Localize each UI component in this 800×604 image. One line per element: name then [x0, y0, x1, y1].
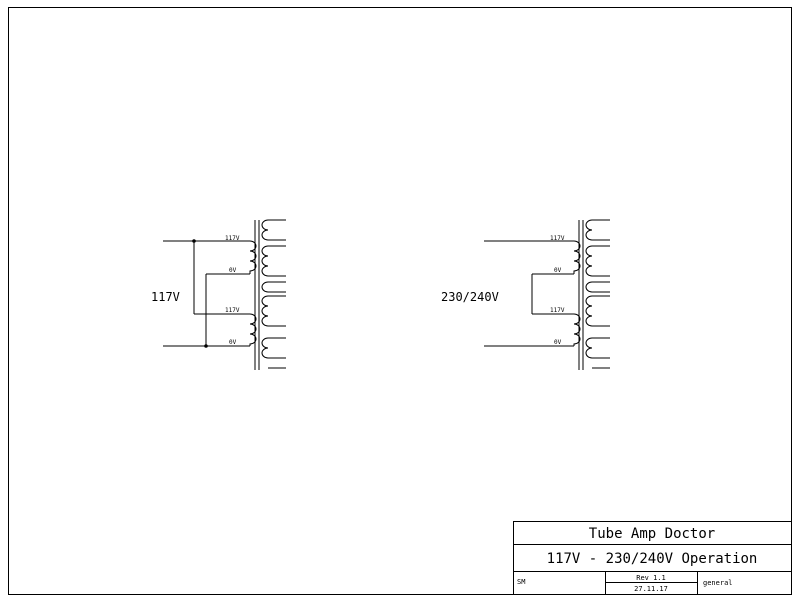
- tap-label-117v: 117V: [550, 307, 565, 314]
- drawn-by: SM: [517, 578, 525, 586]
- tap-label-117v: 117V: [225, 235, 240, 242]
- supply-voltage-label: 117V: [151, 290, 180, 304]
- drawing-title: 117V - 230/240V Operation: [547, 551, 758, 567]
- secondary-winding-4: [261, 295, 286, 327]
- transformer-117v: 117V 0V 117V 0V 117V: [151, 219, 286, 370]
- secondary-winding-2: [261, 245, 286, 277]
- supply-voltage-label: 230/240V: [441, 290, 499, 304]
- revision: Rev 1.1: [636, 574, 666, 582]
- title-block-border: [513, 521, 792, 595]
- sheet-border: [8, 7, 792, 595]
- secondary-winding-1: [261, 219, 286, 241]
- tap-label-117v: 117V: [225, 307, 240, 314]
- primary-winding-b: [573, 313, 581, 346]
- secondary-winding-3: [585, 281, 610, 293]
- secondary-winding-5: [261, 337, 286, 359]
- junction-dot: [204, 344, 208, 348]
- secondary-winding-3: [261, 281, 286, 293]
- tap-label-117v: 117V: [550, 235, 565, 242]
- tap-label-0v: 0V: [229, 339, 237, 346]
- tap-label-0v: 0V: [554, 267, 562, 274]
- primary-winding-b: [249, 313, 257, 346]
- secondary-winding-2: [585, 245, 610, 277]
- secondary-winding-1: [585, 219, 610, 241]
- transformer-230-240v: 117V 0V 117V 0V 230/240V: [441, 219, 610, 370]
- secondary-winding-4: [585, 295, 610, 327]
- secondary-winding-5: [585, 337, 610, 359]
- drawing-date: 27.11.17: [634, 585, 668, 593]
- company-name: Tube Amp Doctor: [589, 526, 715, 542]
- tap-label-0v: 0V: [554, 339, 562, 346]
- junction-dot: [192, 239, 196, 243]
- category: general: [703, 579, 733, 587]
- primary-winding-a: [249, 240, 257, 274]
- primary-winding-a: [573, 240, 581, 274]
- title-block: Tube Amp Doctor 117V - 230/240V Operatio…: [513, 521, 792, 595]
- tap-label-0v: 0V: [229, 267, 237, 274]
